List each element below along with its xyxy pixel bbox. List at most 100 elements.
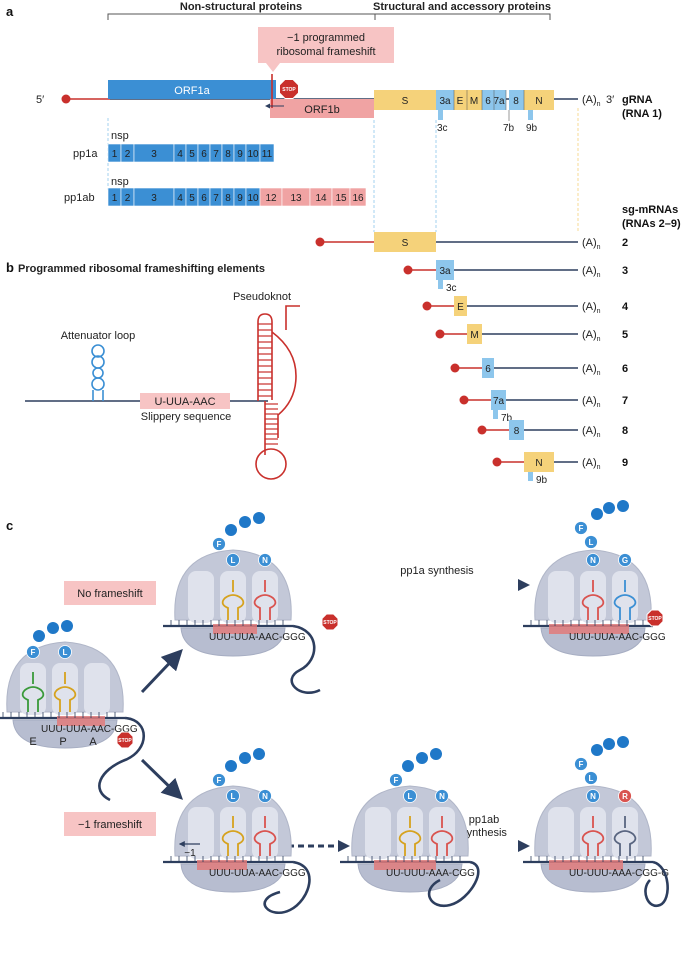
gene-9b: 9b [526,123,538,134]
ribosome-site [612,807,638,859]
frameshift-callout: −1 programmed ribosomal frameshift [258,27,394,72]
ribosome-site [252,571,278,623]
minus1-frameshift-box [64,812,156,836]
ribosome-site [580,807,606,859]
sgmrna-number: 9 [622,457,628,469]
amino-acid-label: N [590,556,596,565]
ribosome-site [548,807,574,859]
cap-marker [459,395,469,405]
trna [221,816,245,856]
slippery-highlight [213,624,257,634]
frameshift-callout-line1: −1 programmed [287,32,365,44]
sgmrna-label-2: (RNAs 2–9) [622,218,681,230]
sgmrna-number: 4 [622,301,629,313]
sgmrna-polya: (A)n [582,363,601,377]
orf1b-label: ORF1b [304,104,339,116]
amino-acid-label: F [217,776,222,785]
trna [430,816,454,856]
panel-c-label: c [6,518,13,533]
amino-acid [574,757,588,771]
panel-b-title: Programmed ribosomal frameshifting eleme… [18,263,265,275]
mrna-sequence: UUU-UUA-AAC-GGG [209,632,306,643]
grna-label-2: (RNA 1) [622,108,662,120]
header-structural: Structural and accessory proteins [373,1,551,13]
slippery-highlight [57,716,105,726]
sgmrna-polya: (A)n [582,457,601,471]
mrna-tail [290,624,321,694]
gene-s: S [402,96,409,107]
nsp-segment-label: 1 [112,149,118,160]
pp1ab-synthesis-arrow [518,840,530,852]
ribosome-site-label: E [29,736,36,748]
pp1a-synthesis-label: pp1a synthesis [400,565,474,577]
ribosome-small-subunit [540,863,646,893]
amino-acid-label: L [231,556,236,565]
amino-acid-label: L [408,792,413,801]
mrna-sequence: UUU-UUA-AAC-GGG [41,724,138,735]
amino-acid [591,744,603,756]
amino-acid-label: N [262,792,268,801]
nsp-segment-label: 9 [237,149,243,160]
amino-acid [618,553,632,567]
attenuator-loop [91,344,105,401]
amino-acid [586,553,600,567]
trna [221,580,245,620]
mrna-sequence: UU-UUU-AAA-CGG-G [569,868,669,879]
nsp-segment-label: 8 [225,149,231,160]
amino-acid [617,500,629,512]
cap-marker [422,301,432,311]
amino-acid [617,736,629,748]
arrow-to-noshift [140,648,183,694]
nsp-label-2: nsp [111,176,129,188]
trna [253,816,277,856]
amino-acid [389,773,403,787]
no-frameshift-label: No frameshift [77,588,142,600]
nsp-segment-label: 6 [201,193,207,204]
amino-acid [416,752,428,764]
trna [253,580,277,620]
mrna-sequence: UUU-UUA-AAC-GGG [209,868,306,879]
svg-text:STOP: STOP [323,620,337,626]
sgmrna-polya: (A)n [582,395,601,409]
sgmrna-gene: N [535,458,542,469]
mrna-sequence: UUU-UUA-AAC-GGG [569,632,666,643]
stop-sign-icon: STOP [321,613,339,631]
nsp-segment-label: 5 [189,149,195,160]
amino-acid [603,502,615,514]
five-prime-label: 5′ [36,94,44,106]
amino-acid-label: N [262,556,268,565]
ribosome-small-subunit [180,863,286,893]
amino-acid [253,748,265,760]
sgmrna-gene: E [457,302,464,313]
sgmrna-sub-gene: 9b [536,475,548,486]
amino-acid [574,521,588,535]
nsp-label-1: nsp [111,130,129,142]
cap-marker [315,237,325,247]
nsp-segment-label: 8 [225,193,231,204]
amino-acid [226,553,240,567]
amino-acid [226,789,240,803]
cap-marker [450,363,460,373]
ribosome-site-label: P [59,736,66,748]
sgmrna-gene-box [374,232,436,252]
header-brackets [107,13,551,20]
nsp-segment-label: 10 [247,149,259,160]
amino-acid [584,771,598,785]
ribosome-site [84,663,110,715]
sgmrna-number: 7 [622,395,628,407]
pp1ab-synthesis-label-2: synthesis [461,827,507,839]
nsp-segment-label: 4 [177,149,183,160]
cap-marker [403,265,413,275]
amino-acid [33,630,45,642]
attenuator-label: Attenuator loop [61,330,136,342]
nsp-segment-label: 12 [265,193,277,204]
stop-sign-icon: STOP [116,731,134,749]
mrna-tail [427,860,480,908]
